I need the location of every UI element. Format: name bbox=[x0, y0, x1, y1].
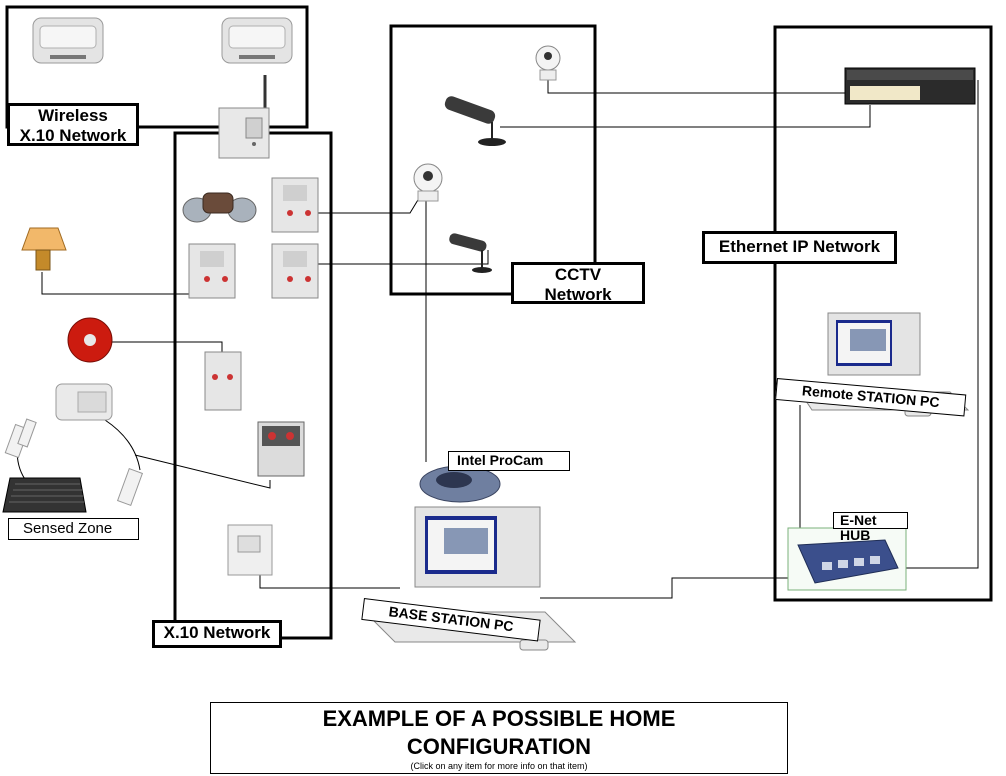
bullet-camera-bottom[interactable] bbox=[448, 232, 492, 273]
wireless-motion-sensor-right[interactable] bbox=[221, 17, 293, 64]
cctv-label-line2: Network bbox=[544, 285, 612, 304]
sensed-zone-label: Sensed Zone bbox=[8, 518, 139, 540]
diagram-caption: EXAMPLE OF A POSSIBLE HOME CONFIGURATION… bbox=[210, 702, 788, 774]
wireless-label-line2: X.10 Network bbox=[19, 126, 127, 145]
video-server[interactable] bbox=[844, 67, 976, 105]
caption-title-line2: CONFIGURATION bbox=[406, 734, 592, 759]
table-lamp[interactable] bbox=[21, 227, 67, 271]
intel-procam[interactable] bbox=[419, 465, 501, 503]
appliance-module-1[interactable] bbox=[271, 177, 319, 233]
dome-camera-top[interactable] bbox=[535, 45, 561, 81]
security-interface-module[interactable] bbox=[257, 421, 305, 477]
x10-label-text: X.10 Network bbox=[163, 623, 271, 642]
door-sensor-left[interactable] bbox=[4, 418, 37, 459]
ethernet-label-text: Ethernet IP Network bbox=[718, 237, 881, 256]
wireless-transceiver[interactable] bbox=[218, 75, 270, 159]
floodlight[interactable] bbox=[182, 192, 257, 223]
wireless-network-frame bbox=[5, 5, 309, 129]
appliance-module-2[interactable] bbox=[271, 243, 319, 299]
lamp-module[interactable] bbox=[188, 243, 236, 299]
wireless-motion-sensor-left[interactable] bbox=[32, 17, 104, 64]
ethernet-network-label: Ethernet IP Network bbox=[702, 231, 897, 264]
intel-procam-label: Intel ProCam bbox=[448, 451, 570, 471]
ethernet-network-frame bbox=[773, 25, 993, 602]
x10-network-label: X.10 Network bbox=[152, 620, 282, 648]
enet-hub-label: E-Net HUB bbox=[833, 512, 908, 543]
wireless-label-line1: Wireless bbox=[38, 106, 108, 125]
x10-computer-interface[interactable] bbox=[227, 524, 273, 576]
pressure-mat[interactable] bbox=[2, 477, 87, 513]
wireless-network-label: Wireless X.10 Network bbox=[7, 103, 139, 146]
door-sensor-right[interactable] bbox=[116, 467, 144, 507]
bullet-camera-top[interactable] bbox=[443, 95, 506, 146]
motion-detector[interactable] bbox=[55, 383, 113, 421]
cctv-network-label: CCTV Network bbox=[511, 262, 645, 304]
alarm-siren[interactable] bbox=[67, 317, 113, 363]
caption-title-line1: EXAMPLE OF A POSSIBLE HOME bbox=[322, 706, 676, 731]
siren-module[interactable] bbox=[204, 351, 242, 411]
cctv-label-line1: CCTV bbox=[554, 265, 602, 284]
cctv-network-frame bbox=[389, 24, 597, 296]
dome-camera-middle[interactable] bbox=[413, 163, 443, 202]
caption-subtitle: (Click on any item for more info on that… bbox=[410, 761, 588, 771]
